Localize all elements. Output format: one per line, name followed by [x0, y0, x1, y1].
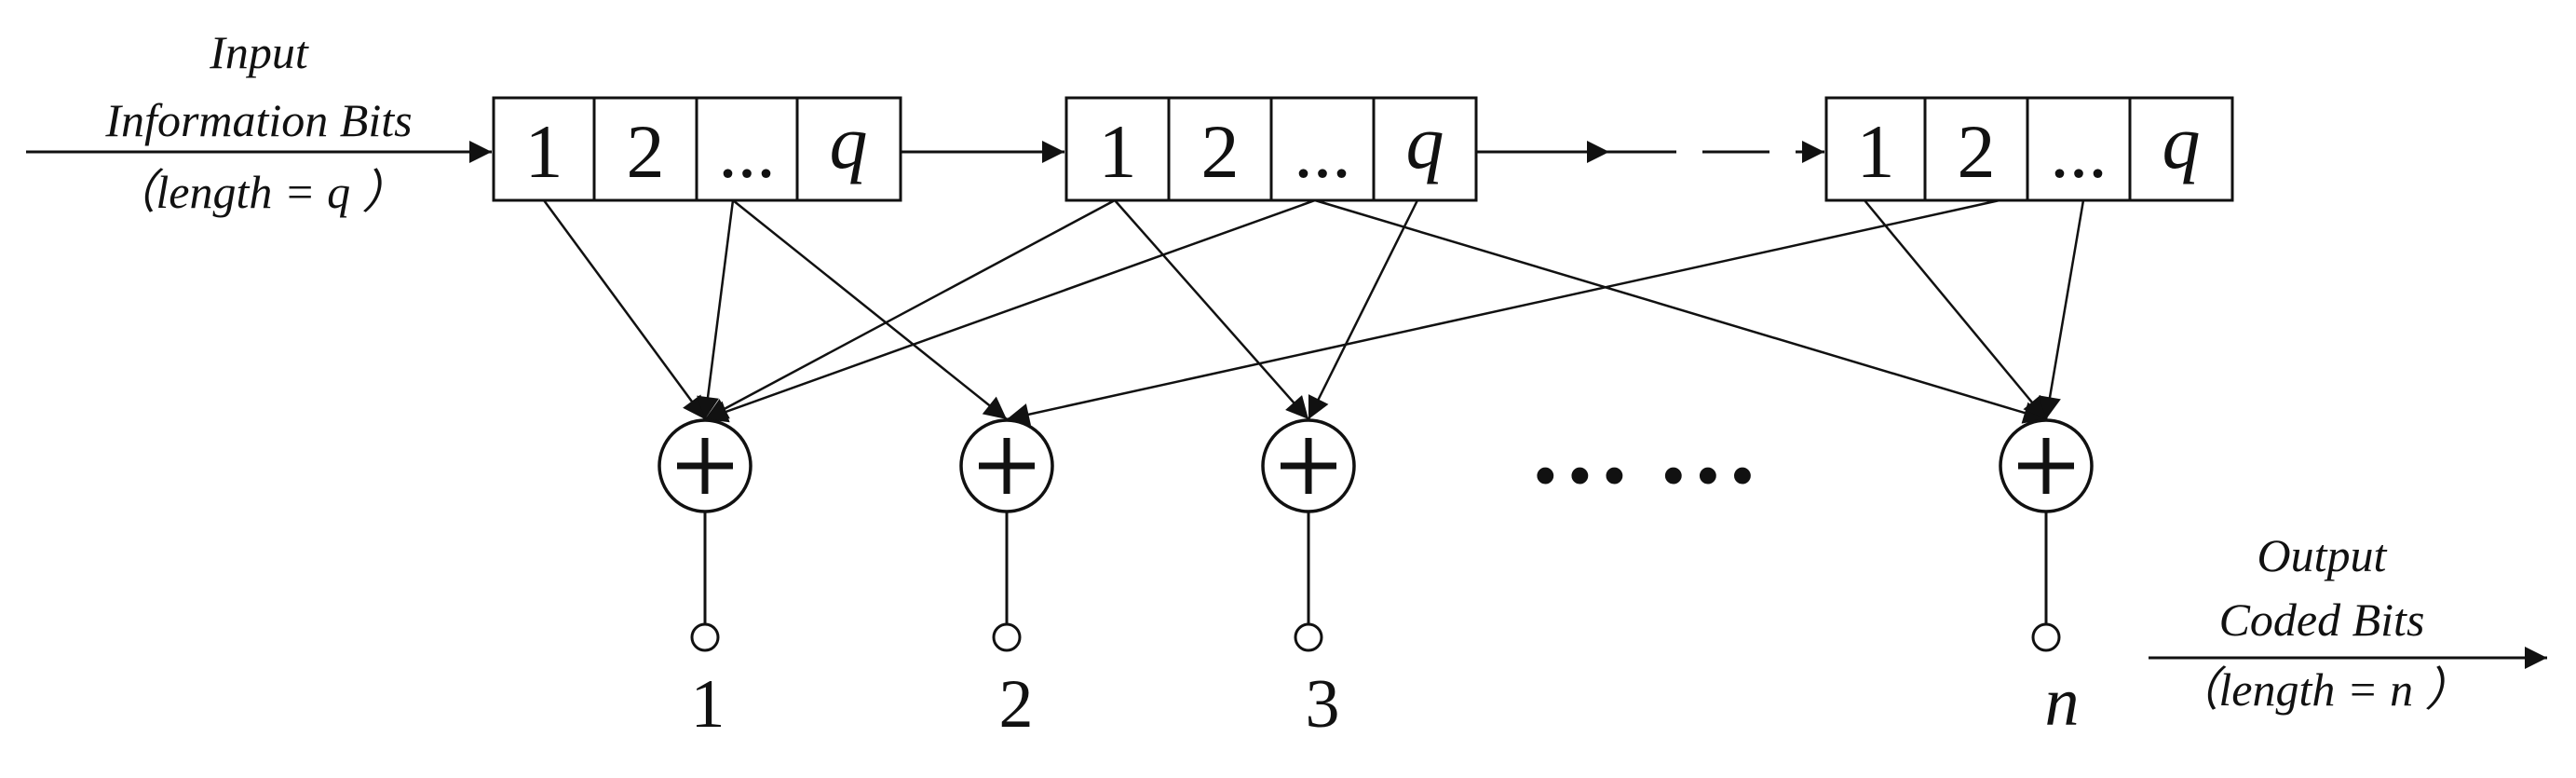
input-label-line3: （length = q ） [109, 166, 408, 218]
adder-3-output-terminal [1294, 622, 1323, 652]
modulo-2-adder-1: 1 [658, 418, 752, 743]
output-label-line1: Output [2257, 529, 2388, 581]
adder-n-output-label: n [2045, 664, 2080, 741]
input-label: Input Information Bits （length = q ） [104, 26, 412, 218]
adder-1-output-label: 1 [691, 666, 725, 743]
output-label-line3: （length = n ） [2172, 663, 2471, 716]
adder-n-output-terminal [2031, 622, 2061, 652]
modulo-2-adder-n: n [1999, 418, 2094, 741]
register-2-cell-2 [1167, 96, 1273, 202]
tap-r3c2-to-adder-2 [1006, 198, 2000, 426]
register-3-cell-3 [2026, 96, 2132, 202]
register-2-cell-4 [1372, 96, 1478, 202]
tap-connections [542, 198, 2085, 426]
register-1-cell-2 [592, 96, 698, 202]
register-1-cell-1-label: 1 [525, 109, 563, 194]
register-3-cell-2 [1923, 96, 2029, 202]
adders-ellipsis: … … [1528, 391, 1759, 505]
register-2-cell-4-label: q [1406, 100, 1444, 184]
register-2-cell-2-label: 2 [1201, 109, 1240, 194]
adder-2-output-label: 2 [999, 666, 1034, 743]
register-2-cell-3 [1269, 96, 1376, 202]
register-1-cell-3 [695, 96, 799, 202]
adder-1-output-terminal [690, 622, 720, 652]
register-3-cell-3-label: ... [2050, 109, 2108, 194]
shift-register-3: 1 2 ... q [1824, 96, 2234, 202]
tap-r3c3-to-adder-n [2039, 199, 2085, 420]
register-3-cell-2-label: 2 [1958, 109, 1996, 194]
register-1-cell-3-label: ... [718, 109, 776, 194]
input-label-line2: Information Bits [104, 94, 412, 146]
shift-register-1: 1 2 ... q [492, 96, 902, 202]
tap-r2c1-to-adder-3 [1114, 199, 1309, 420]
tap-r1c3-to-adder-2 [732, 199, 1008, 420]
output-label-line2: Coded Bits [2219, 594, 2425, 646]
modulo-2-adder-3: 3 [1261, 418, 1356, 743]
modulo-2-adder-2: 2 [959, 418, 1054, 743]
tap-r3c1-to-adder-n [1864, 199, 2047, 420]
adder-2-output-terminal [992, 622, 1022, 652]
input-label-line1: Input [209, 26, 309, 78]
shift-register-2: 1 2 ... q [1064, 96, 1478, 202]
tap-r1c3-to-adder-1 [697, 199, 735, 420]
register-1-cell-4 [795, 96, 902, 202]
register-2-cell-3-label: ... [1294, 109, 1351, 194]
tap-r2c3-to-adder-1 [704, 198, 1316, 423]
adder-3-output-label: 3 [1306, 666, 1340, 743]
register-1-cell-2-label: 2 [627, 109, 665, 194]
tap-r1c1-to-adder-1 [542, 199, 707, 420]
register-3-cell-4 [2128, 96, 2234, 202]
tap-r2c4-to-adder-3 [1307, 199, 1419, 420]
tap-r2c1-to-adder-1 [704, 198, 1116, 421]
output-label: Output Coded Bits （length = n ） [2172, 529, 2471, 716]
register-2-cell-1-label: 1 [1099, 109, 1137, 194]
register-3-cell-1-label: 1 [1857, 109, 1895, 194]
tap-r2c3-to-adder-n [1314, 198, 2047, 424]
register-3-cell-4-label: q [2162, 100, 2201, 184]
register-1-cell-4-label: q [830, 100, 868, 184]
